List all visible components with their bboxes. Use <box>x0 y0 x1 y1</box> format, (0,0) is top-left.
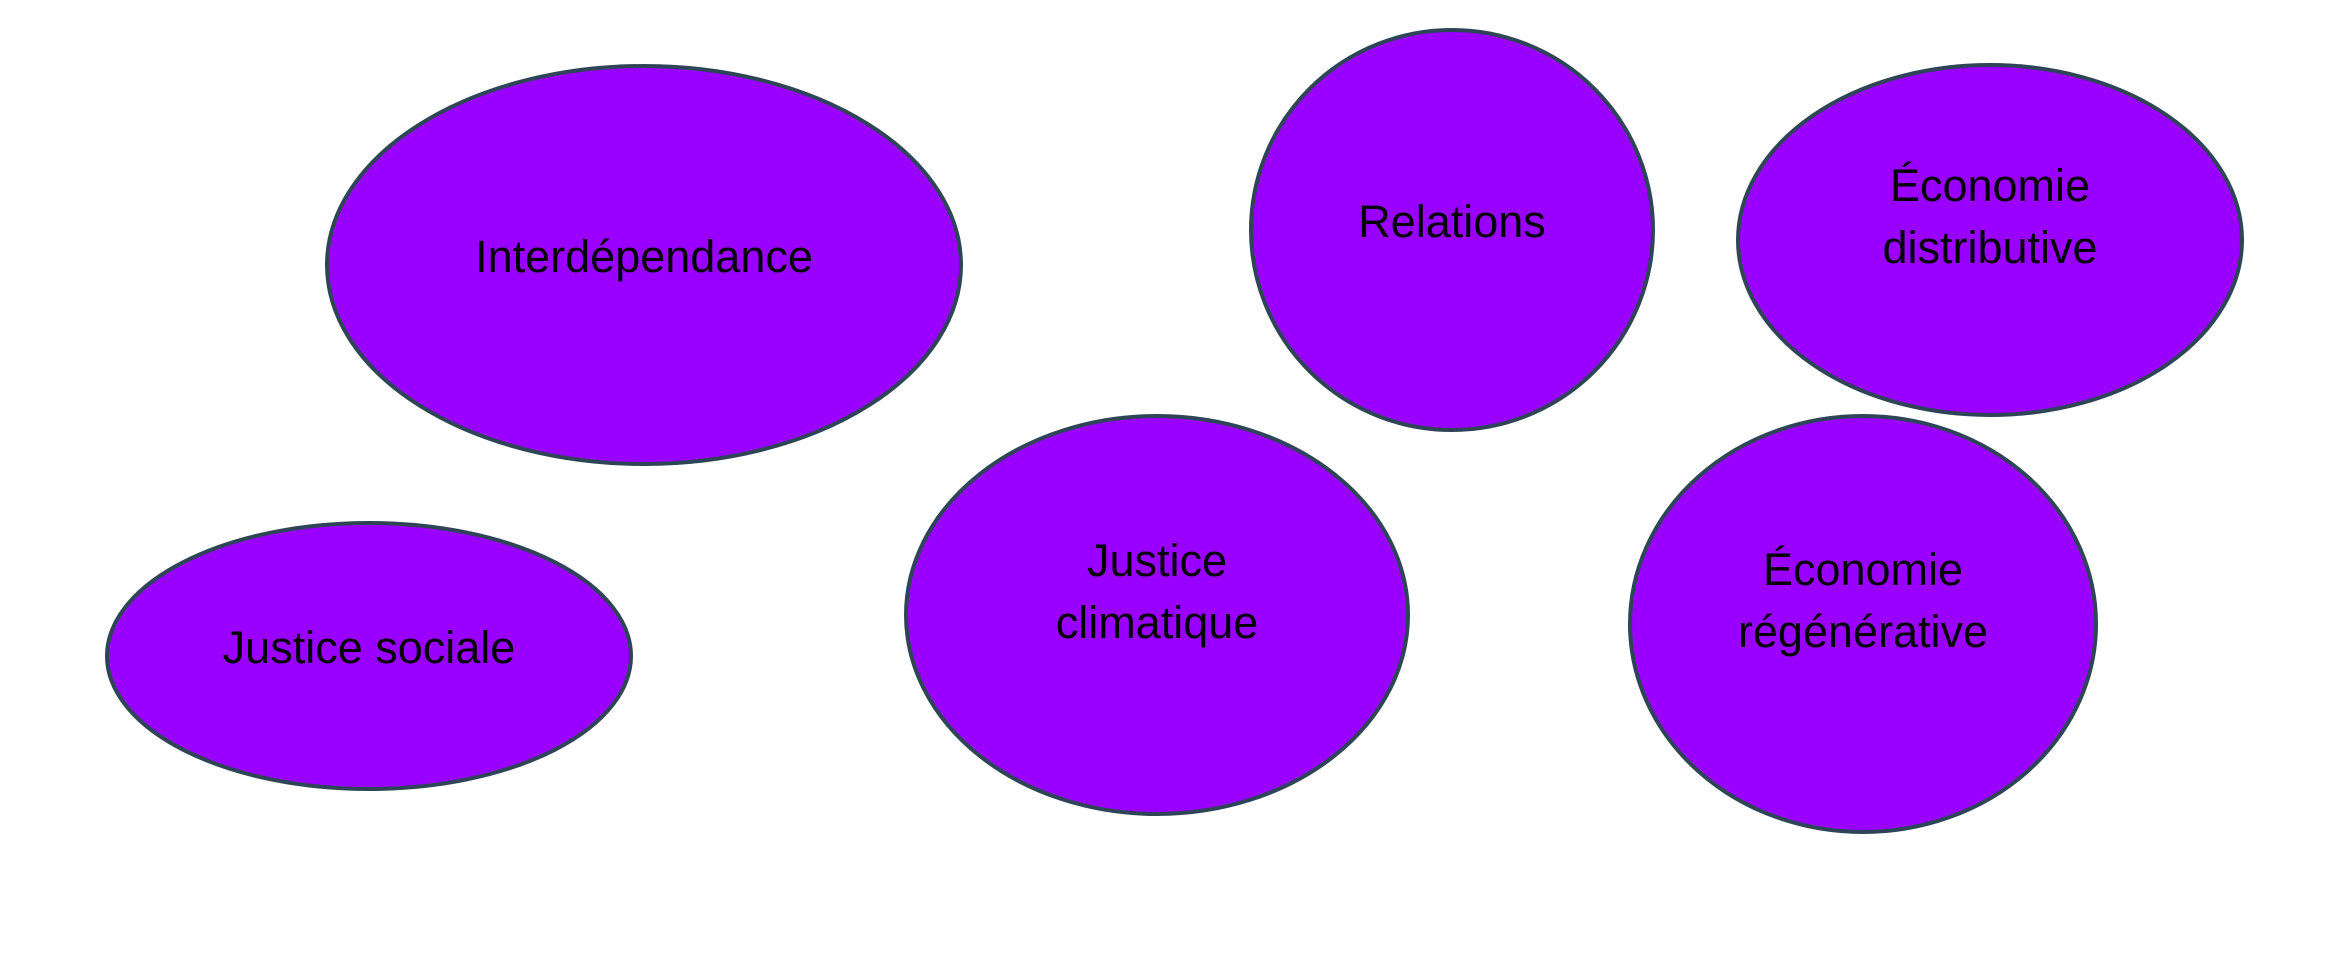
node-label: Interdépendance <box>475 231 813 282</box>
node-relations[interactable]: Relations <box>1249 28 1655 432</box>
node-ellipse[interactable] <box>1628 414 2098 834</box>
node-economie-regenerative[interactable]: Économie régénérative <box>1628 414 2098 834</box>
node-label: distributive <box>1882 222 2097 273</box>
node-ellipse[interactable] <box>1249 28 1655 432</box>
node-justice-sociale[interactable]: Justice sociale <box>105 521 633 791</box>
node-justice-climatique[interactable]: Justice climatique <box>904 414 1410 816</box>
node-ellipse[interactable] <box>1736 63 2244 417</box>
node-label: régénérative <box>1738 606 1988 657</box>
node-label: Relations <box>1358 196 1546 247</box>
node-interdependance[interactable]: Interdépendance <box>325 64 963 466</box>
node-economie-distributive[interactable]: Économie distributive <box>1736 63 2244 417</box>
node-label: Justice sociale <box>223 622 516 673</box>
node-ellipse[interactable] <box>904 414 1410 816</box>
node-ellipse[interactable] <box>325 64 963 466</box>
node-label: Économie <box>1890 160 2090 211</box>
node-label: Économie <box>1763 544 1963 595</box>
node-label: climatique <box>1056 597 1259 648</box>
node-label: Justice <box>1087 535 1227 586</box>
node-ellipse[interactable] <box>105 521 633 791</box>
